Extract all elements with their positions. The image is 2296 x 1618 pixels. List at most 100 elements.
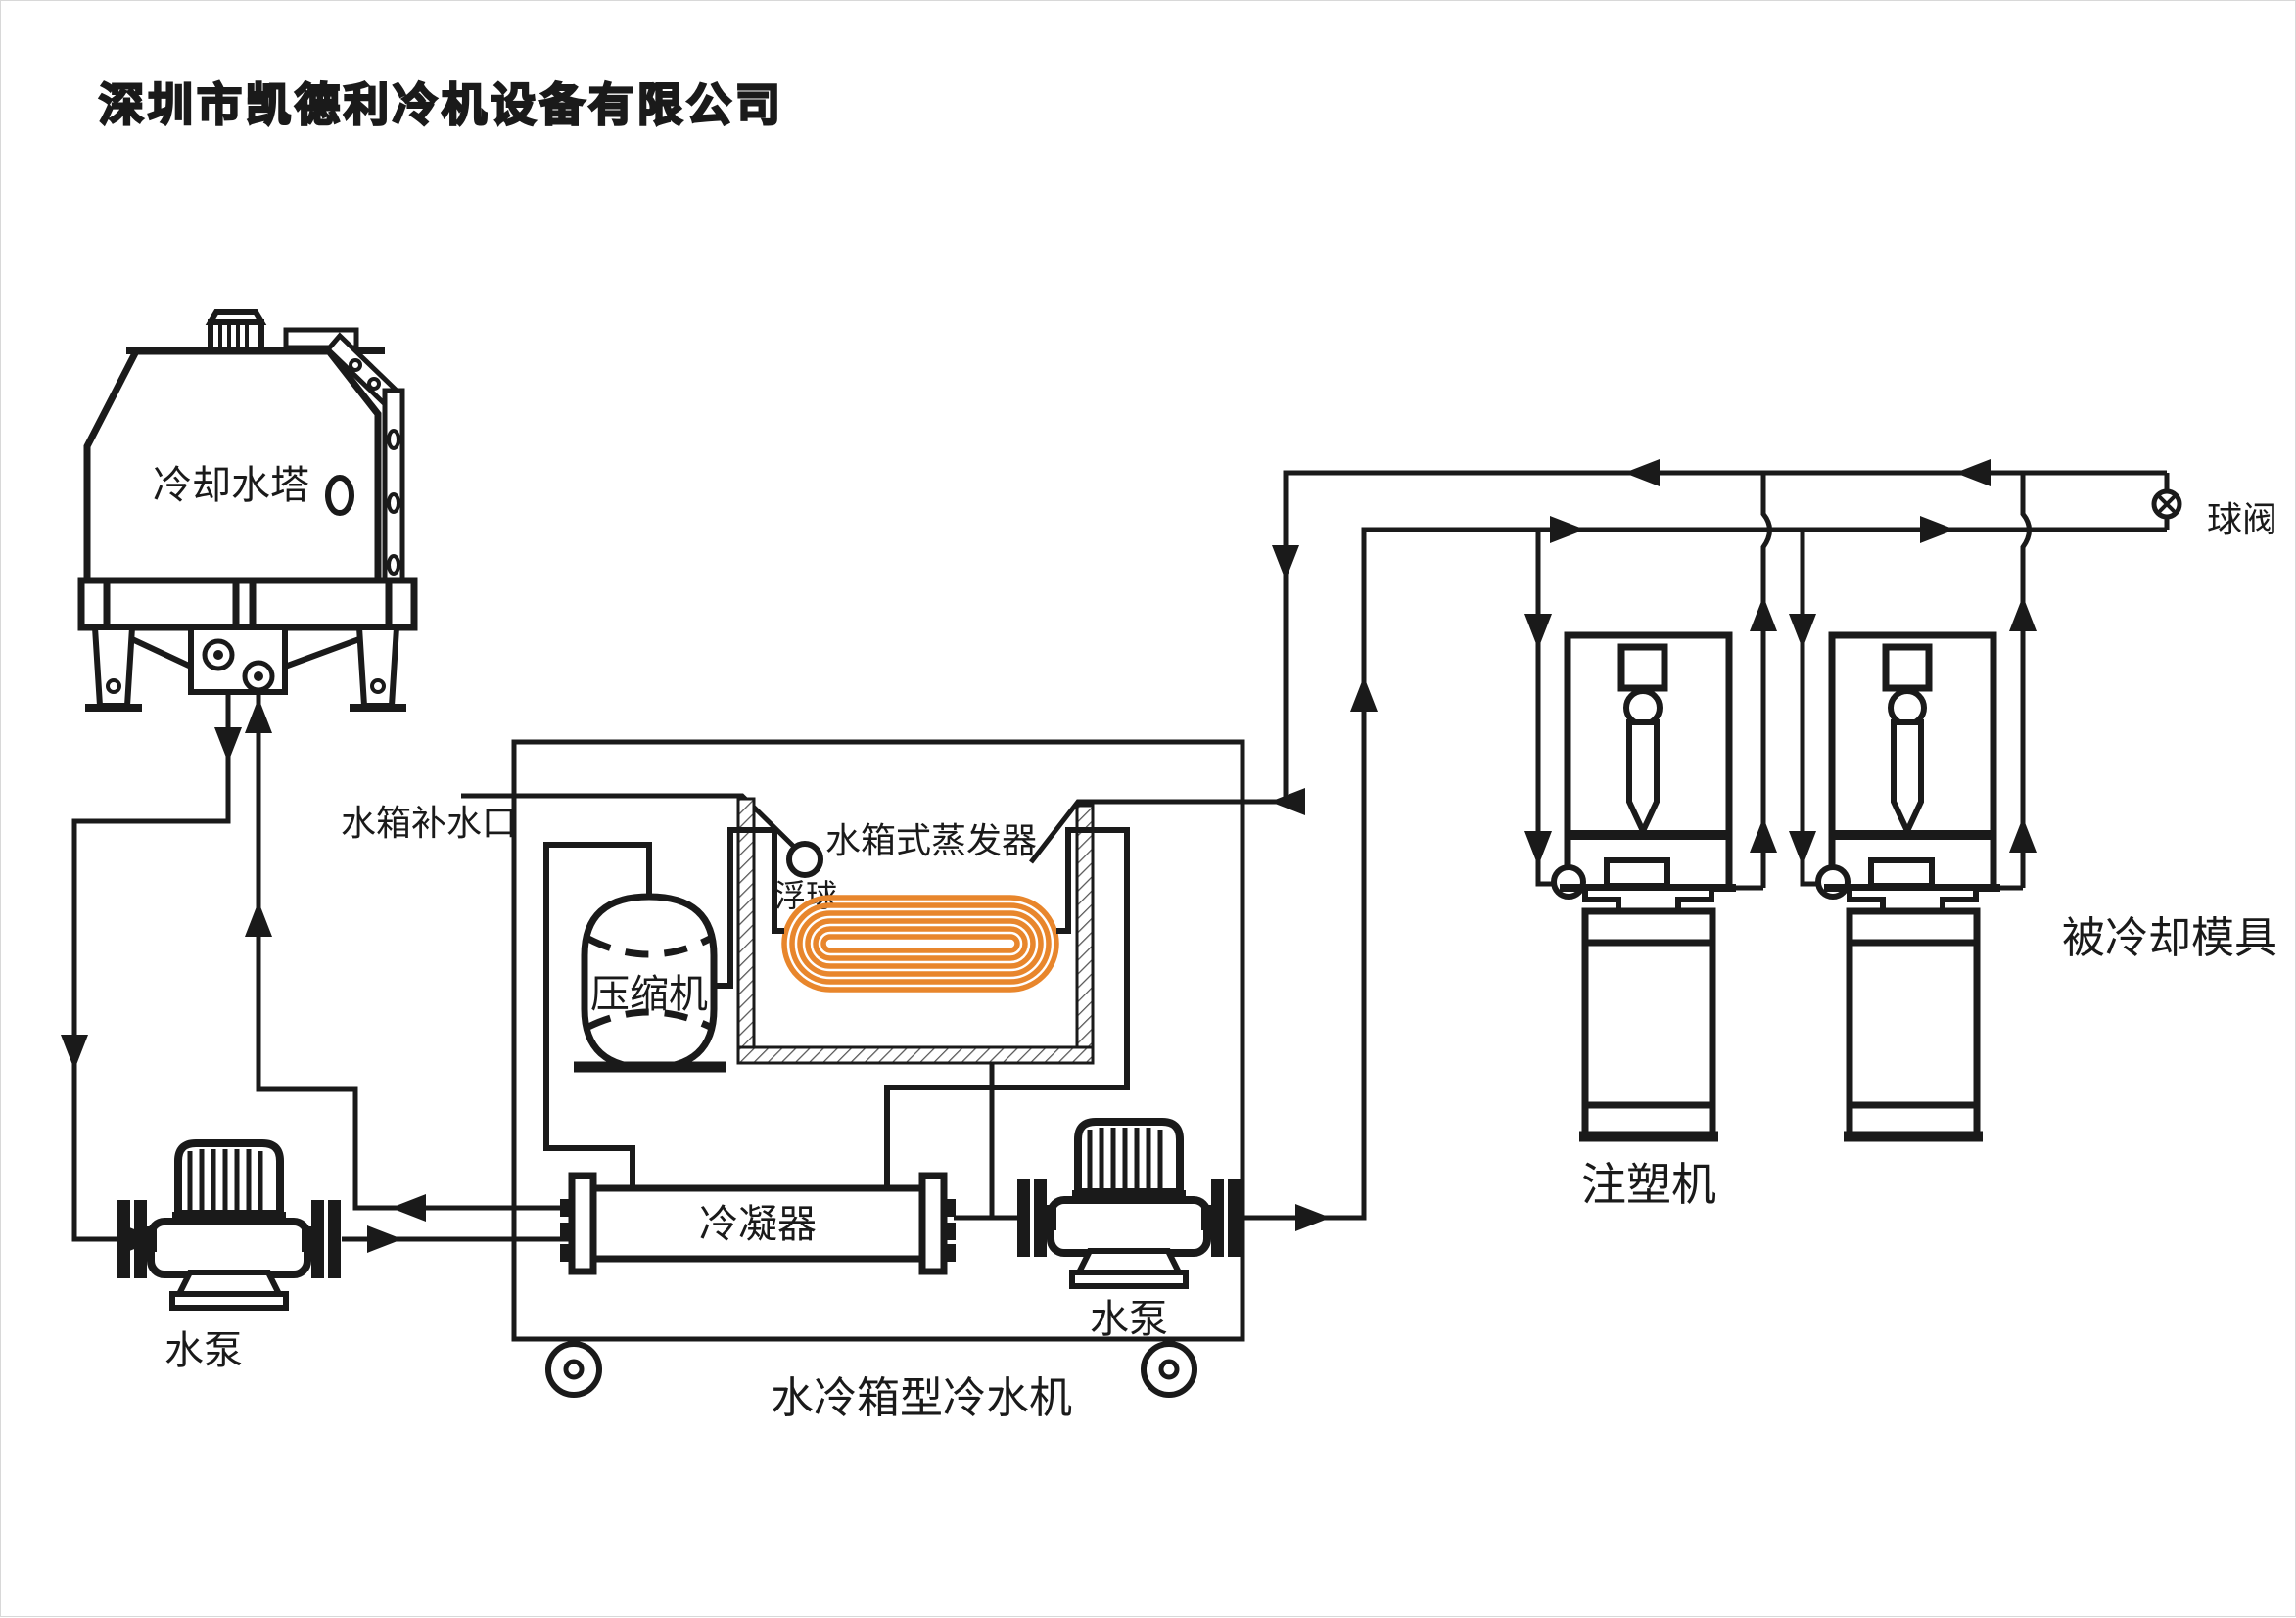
tower-fan-motor-fins — [218, 324, 249, 347]
chiller-enclosure — [511, 739, 1245, 1342]
refrigerant-piping — [543, 827, 1130, 1188]
condenser-flange-left — [568, 1172, 597, 1275]
company-title: 深圳市凯德利冷机设备有限公司 — [99, 79, 784, 130]
coil-ring — [789, 902, 1052, 985]
tank-wall-right — [1075, 804, 1095, 1065]
arrow-up-icon — [2009, 817, 2037, 853]
tank-wall-bottom — [736, 1045, 1095, 1065]
pump2-label: 水泵 — [1090, 1298, 1168, 1341]
sight-glass-icon — [325, 475, 354, 516]
cooling-tower: 冷却水塔 — [77, 309, 418, 712]
pump-motor — [174, 1139, 284, 1218]
evaporator-coil — [781, 895, 1059, 993]
condenser: 冷凝器 — [560, 1172, 956, 1275]
arrow-left-icon — [1270, 788, 1305, 815]
mold-block — [1868, 857, 1935, 889]
arrow-up-icon — [245, 901, 272, 937]
pump-motor-fins — [1087, 1128, 1163, 1190]
chiller-label: 水冷箱型冷水机 — [771, 1374, 1072, 1422]
tower-band-dividers — [103, 580, 393, 627]
injection-machine-label: 注塑机 — [1581, 1159, 1716, 1210]
port-center — [213, 650, 223, 660]
pump-motor — [1074, 1118, 1184, 1196]
float-ball-icon — [786, 841, 823, 878]
leg-hole — [106, 678, 121, 694]
ball-valve: 球阀 — [2151, 488, 2277, 539]
caster-hub — [563, 1359, 585, 1380]
pump-base — [1069, 1270, 1189, 1289]
mold-water-clamp — [1815, 864, 1851, 900]
pipe-condenser-to-tower — [256, 690, 572, 1211]
compressor: 压缩机 — [574, 893, 726, 1073]
pipe-discharge — [543, 842, 652, 1188]
condenser-shell — [587, 1184, 928, 1263]
pipe-hole — [387, 492, 400, 514]
pump-1 — [117, 1139, 341, 1311]
coil-ring — [797, 910, 1044, 977]
mold-step-plate — [1847, 885, 1979, 914]
ball-valve-label: 球阀 — [2207, 499, 2277, 539]
mold-step-plate — [1582, 885, 1714, 914]
port-center — [254, 671, 263, 681]
pump1-label: 水泵 — [164, 1329, 243, 1372]
machine-nozzle — [1891, 719, 1924, 839]
arrow-left-icon — [1955, 459, 1991, 486]
arrow-left-icon — [1624, 459, 1660, 486]
arrow-down-icon — [1524, 614, 1552, 649]
injection-machine-1 — [1551, 631, 1736, 1142]
pipe-tower-to-pump1 — [71, 672, 231, 1242]
pipe-liquid — [884, 827, 1130, 1188]
machine-nozzle-joint — [1888, 688, 1927, 727]
compressor-seam-bottom — [586, 1008, 712, 1031]
compressor-seam-top — [586, 935, 712, 958]
mold-water-clamp — [1551, 864, 1586, 900]
tower-band — [77, 577, 418, 631]
arrow-up-icon — [1350, 676, 1378, 712]
tower-braces — [130, 636, 361, 670]
arrow-down-icon — [214, 727, 242, 763]
refill-port-label: 水箱补水口 — [341, 803, 517, 843]
arrow-up-icon — [1750, 817, 1777, 853]
pipe-supply-drop-machine2 — [1800, 530, 1818, 887]
arrow-right-icon — [1295, 1204, 1331, 1231]
pump-flanges — [1017, 1179, 1241, 1257]
pipe-supply-drop-machine1 — [1535, 530, 1554, 887]
coil-ring — [805, 918, 1036, 969]
pump-body — [147, 1218, 311, 1278]
arrow-down-icon — [1789, 614, 1816, 649]
injection-machine-2 — [1815, 631, 2000, 1142]
condenser-flange-right — [918, 1172, 948, 1275]
coil-ring — [781, 895, 1059, 993]
arrow-right-icon — [1920, 516, 1955, 543]
compressor-label: 压缩机 — [590, 973, 708, 1016]
tank-wall-left — [736, 797, 756, 1065]
tank-evaporator-label: 水箱式蒸发器 — [825, 820, 1037, 860]
caster-hub — [1158, 1359, 1180, 1380]
arrow-up-icon — [2009, 596, 2037, 631]
arrow-up-icon — [1750, 596, 1777, 631]
arrow-down-icon — [1524, 831, 1552, 866]
water-tank: 浮球 水箱式蒸发器 水箱补水口 — [341, 797, 1095, 1065]
coil-ring — [813, 926, 1028, 961]
cooling-tower-label: 冷却水塔 — [153, 464, 309, 507]
pipe-hole — [367, 377, 381, 391]
arrow-up-icon — [245, 698, 272, 733]
machine-barrel — [1617, 643, 1668, 692]
arrow-left-icon — [391, 1194, 426, 1222]
arrow-right-icon — [1550, 516, 1585, 543]
machine-nozzle-joint — [1623, 688, 1663, 727]
pump-body — [1047, 1196, 1211, 1257]
arrow-down-icon — [1789, 831, 1816, 866]
pipe-suction — [714, 827, 784, 989]
condenser-label: 冷凝器 — [699, 1203, 817, 1246]
leg-hole — [370, 678, 386, 694]
condenser-ports — [560, 1199, 956, 1262]
coil-ring — [820, 934, 1020, 953]
machine-barrel — [1882, 643, 1933, 692]
arrow-down-icon — [1272, 545, 1299, 580]
ball-valve-cross — [2156, 493, 2178, 515]
arrow-right-icon — [367, 1225, 402, 1253]
mold-block — [1604, 857, 1670, 889]
